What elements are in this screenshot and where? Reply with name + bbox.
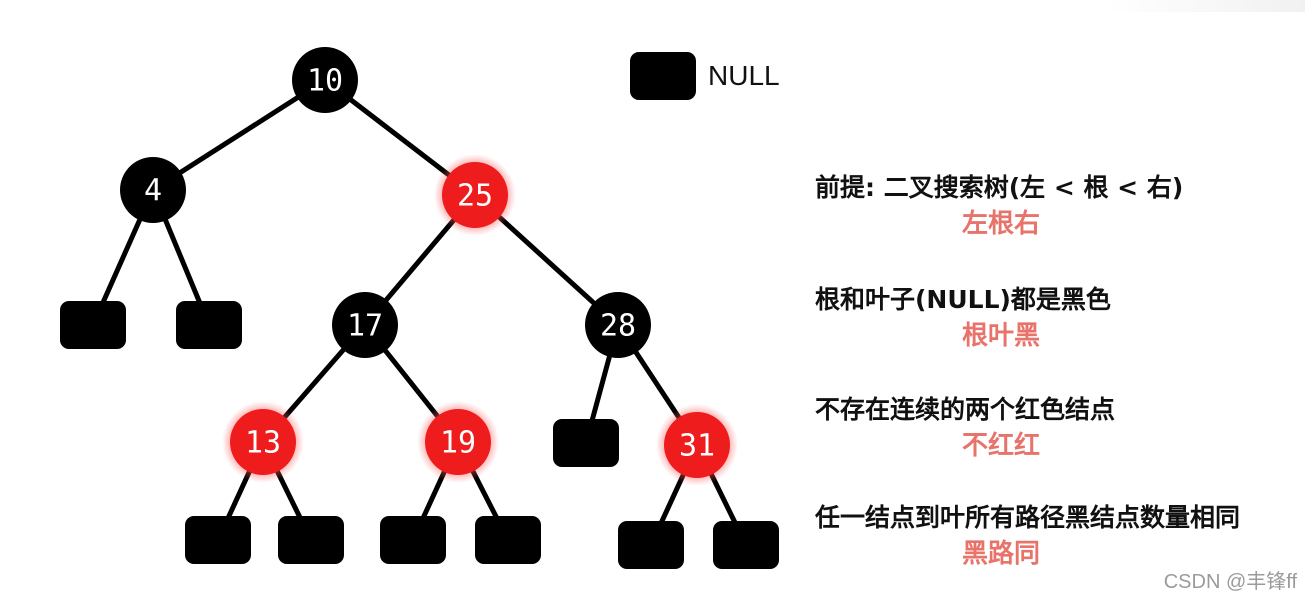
null-leaf <box>380 516 446 564</box>
tree-nodes: 10 4 25 17 28 13 19 31 <box>60 47 779 569</box>
node-circle <box>292 47 358 113</box>
rule-bst: 前提: 二叉搜索树(左 < 根 < 右) 左根右 <box>815 170 1295 242</box>
node-label: 10 <box>307 64 343 99</box>
node-label: 28 <box>600 309 636 344</box>
null-leaf <box>713 521 779 569</box>
null-leaf <box>60 301 126 349</box>
null-legend-swatch <box>630 52 696 100</box>
watermark: CSDN @丰锋ff <box>1163 571 1297 593</box>
null-legend-label: NULL <box>708 60 780 91</box>
null-leaf <box>278 516 344 564</box>
node-label: 31 <box>679 429 715 464</box>
null-leaf <box>185 516 251 564</box>
node-label: 4 <box>144 174 162 209</box>
node-circle <box>332 292 398 358</box>
null-legend: NULL <box>630 52 780 100</box>
node-circle <box>664 412 730 478</box>
red-node-13: 13 <box>222 401 304 483</box>
red-node-25: 25 <box>434 154 516 236</box>
node-label: 17 <box>347 309 383 344</box>
black-node-28: 28 <box>585 292 651 358</box>
rule-mnemonic: 不红红 <box>962 431 1041 461</box>
black-node-4: 4 <box>120 157 186 223</box>
rule-text: 不存在连续的两个红色结点 <box>815 395 1116 424</box>
rule-text: 任一结点到叶所有路径黑结点数量相同 <box>815 503 1241 532</box>
node-circle <box>230 409 296 475</box>
corner-watermark-fragment <box>1105 0 1305 12</box>
rule-text: 根和叶子(NULL)都是黑色 <box>815 285 1111 314</box>
rule-root-leaf-black: 根和叶子(NULL)都是黑色 根叶黑 <box>815 282 1295 354</box>
node-label: 25 <box>457 179 493 214</box>
node-circle <box>442 162 508 228</box>
red-node-31: 31 <box>656 404 738 486</box>
rule-mnemonic: 根叶黑 <box>962 321 1041 351</box>
black-node-17: 17 <box>332 292 398 358</box>
node-circle <box>425 409 491 475</box>
null-leaf <box>176 301 242 349</box>
red-node-19: 19 <box>417 401 499 483</box>
node-circle <box>585 292 651 358</box>
null-leaf <box>553 419 619 467</box>
node-label: 19 <box>440 426 476 461</box>
rule-mnemonic: 左根右 <box>962 209 1041 239</box>
rule-text: 前提: 二叉搜索树(左 < 根 < 右) <box>815 173 1184 202</box>
black-node-10: 10 <box>292 47 358 113</box>
null-leaf <box>475 516 541 564</box>
node-label: 13 <box>245 426 281 461</box>
tree-edge <box>150 77 328 193</box>
rule-equal-black-height: 任一结点到叶所有路径黑结点数量相同 黑路同 <box>815 500 1295 572</box>
rule-mnemonic: 黑路同 <box>962 539 1041 569</box>
node-circle <box>120 157 186 223</box>
rule-no-double-red: 不存在连续的两个红色结点 不红红 <box>815 392 1295 464</box>
null-leaf <box>618 521 684 569</box>
